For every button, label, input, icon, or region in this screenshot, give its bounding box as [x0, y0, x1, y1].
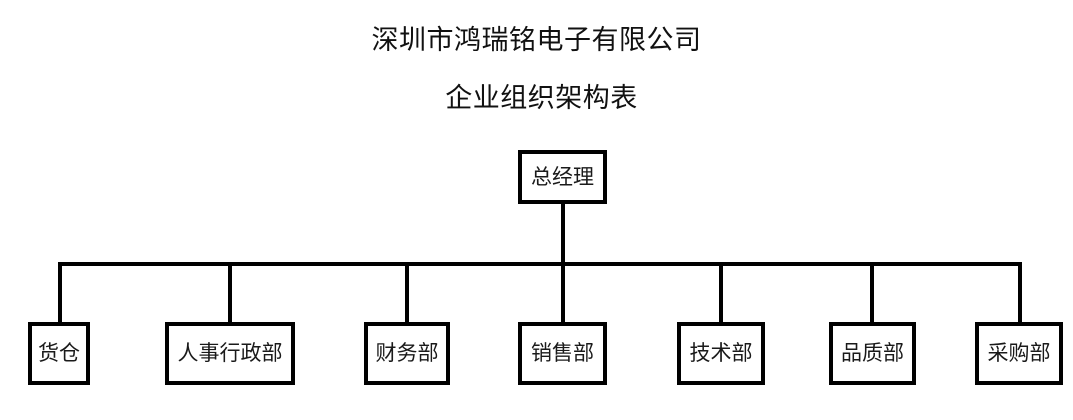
node-label: 技术部 — [689, 341, 753, 365]
connector-drop-finance — [405, 262, 409, 322]
chart-subtitle: 企业组织架构表 — [445, 83, 638, 114]
node-quality[interactable]: 品质部 — [829, 322, 916, 385]
node-label: 总经理 — [531, 164, 594, 189]
connector-horizontal-bus — [58, 262, 1022, 266]
connector-drop-quality — [870, 262, 874, 322]
node-label: 财务部 — [375, 341, 439, 365]
connector-drop-hr-admin — [228, 262, 232, 322]
node-technical[interactable]: 技术部 — [677, 322, 765, 385]
node-general-manager[interactable]: 总经理 — [518, 150, 607, 204]
node-hr-admin[interactable]: 人事行政部 — [165, 322, 295, 385]
node-label: 货仓 — [38, 341, 80, 365]
node-purchasing[interactable]: 采购部 — [975, 322, 1063, 385]
node-label: 品质部 — [841, 341, 904, 365]
node-finance[interactable]: 财务部 — [364, 322, 450, 385]
node-label: 采购部 — [987, 341, 1051, 365]
chart-title: 深圳市鸿瑞铭电子有限公司 — [371, 25, 702, 56]
connector-drop-warehouse — [58, 262, 62, 322]
node-label: 销售部 — [531, 341, 594, 365]
connector-drop-sales — [561, 262, 565, 322]
node-sales[interactable]: 销售部 — [518, 322, 607, 385]
connector-root-stem — [561, 203, 565, 266]
node-label: 人事行政部 — [177, 341, 283, 365]
connector-drop-technical — [719, 262, 723, 322]
connector-drop-purchasing — [1018, 262, 1022, 322]
node-warehouse[interactable]: 货仓 — [28, 322, 90, 385]
